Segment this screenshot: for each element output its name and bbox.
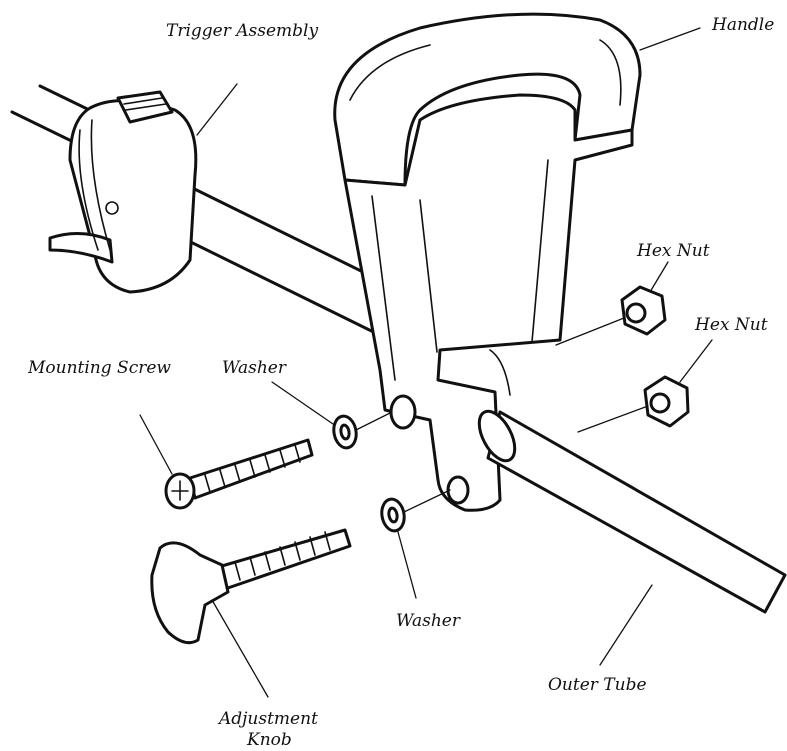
- leader-washer-upper: [271, 381, 334, 425]
- label-handle: Handle: [711, 15, 774, 35]
- labels: Trigger Assembly Handle Hex Nut Hex Nut …: [27, 15, 774, 750]
- align-screw-lower: [403, 489, 451, 513]
- outer-tube: [477, 409, 787, 614]
- hex-nut-lower: [643, 375, 690, 428]
- label-adjustment-knob-line1: Adjustment: [217, 709, 318, 729]
- label-hex-nut-upper: Hex Nut: [636, 241, 710, 261]
- align-nut-lower: [577, 405, 649, 433]
- mounting-screw: [164, 438, 314, 510]
- label-washer-lower: Washer: [396, 611, 461, 631]
- leader-lines: [139, 27, 713, 698]
- leader-handle: [639, 27, 701, 51]
- label-mounting-screw: Mounting Screw: [27, 358, 171, 378]
- label-outer-tube: Outer Tube: [548, 675, 647, 695]
- leader-mounting-screw: [139, 414, 173, 475]
- align-nut-upper: [555, 317, 625, 346]
- label-adjustment-knob-line2: Knob: [246, 730, 292, 750]
- leader-hex-nut-upper: [649, 261, 669, 293]
- leader-outer-tube: [599, 584, 653, 666]
- label-trigger-assembly: Trigger Assembly: [166, 21, 318, 41]
- align-screw-upper: [355, 411, 393, 431]
- leader-adjustment-knob: [211, 599, 269, 698]
- adjustment-knob: [150, 528, 352, 645]
- trigger-assembly: [48, 90, 198, 294]
- hex-nut-upper: [620, 285, 667, 336]
- leader-hex-nut-lower: [679, 339, 713, 383]
- label-hex-nut-lower: Hex Nut: [694, 315, 768, 335]
- leader-trigger-assembly: [196, 83, 238, 136]
- leader-washer-lower: [397, 531, 417, 599]
- washer-upper: [332, 414, 358, 450]
- washer-lower: [380, 497, 406, 533]
- handle: [333, 12, 642, 512]
- label-washer-upper: Washer: [222, 358, 287, 378]
